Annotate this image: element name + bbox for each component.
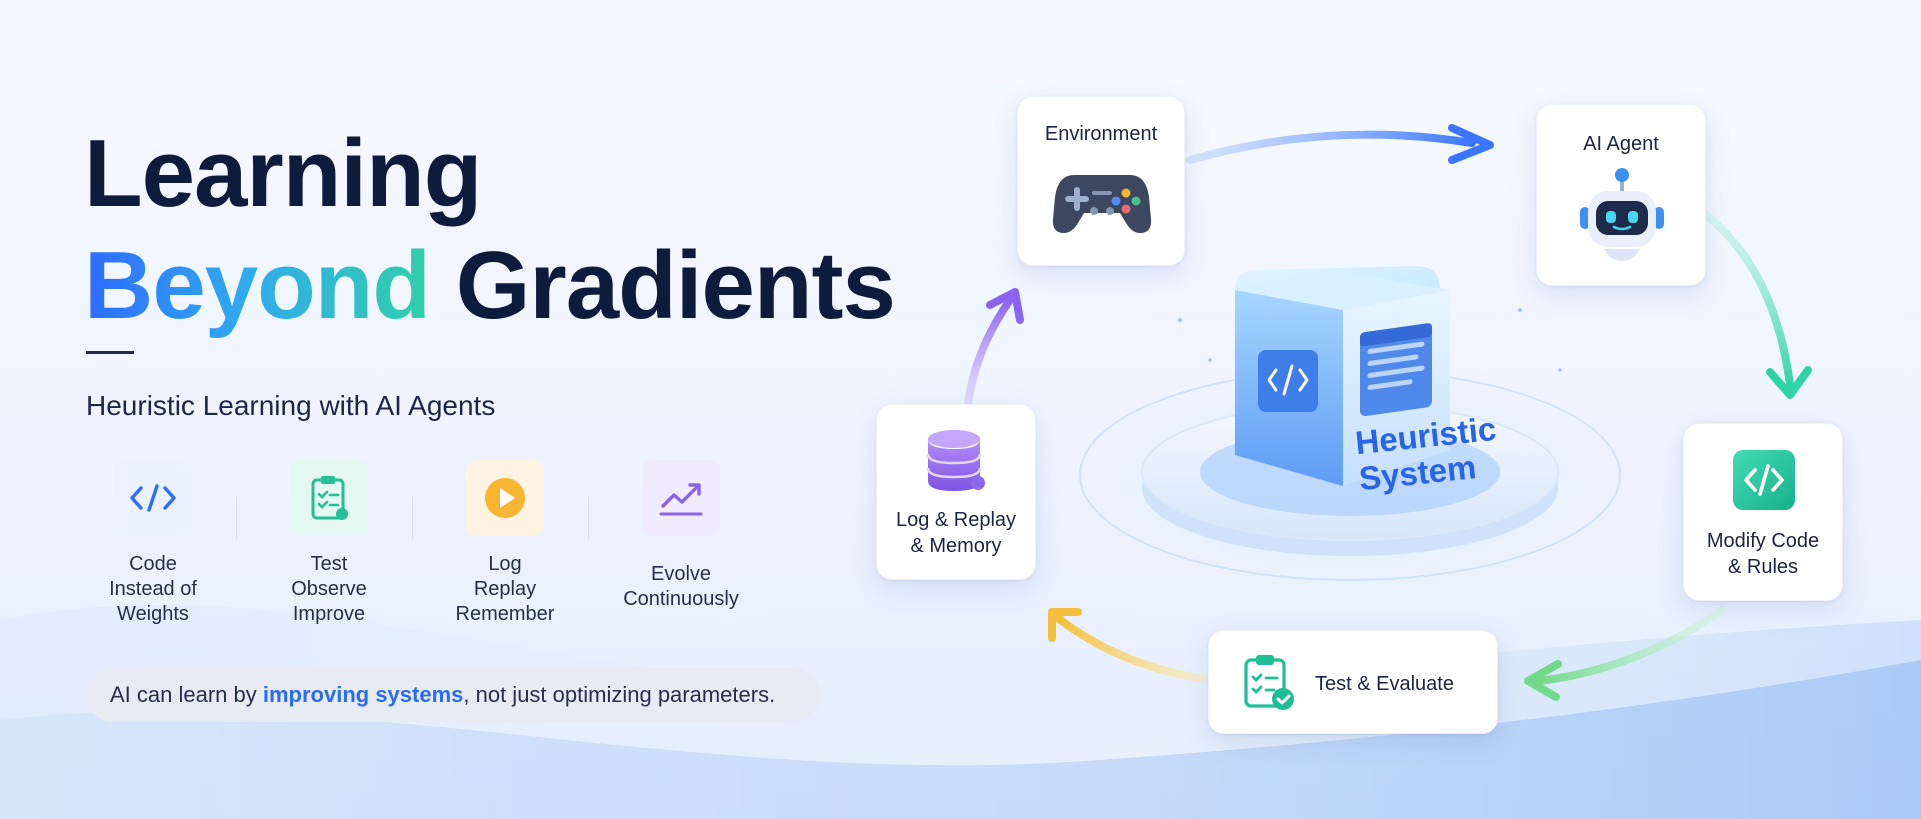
- feature-code: Code Instead of Weights: [88, 460, 218, 627]
- database-icon: [926, 430, 985, 491]
- title-line-1: Learning: [84, 120, 482, 227]
- note-suffix: , not just optimizing parameters.: [463, 682, 776, 707]
- title-highlight: Beyond: [84, 232, 431, 339]
- feature-label: Test Observe Improve: [291, 553, 367, 625]
- feature-label: Log Replay Remember: [455, 553, 555, 625]
- title-divider: [86, 351, 134, 354]
- title-rest: Gradients: [455, 232, 896, 339]
- environment-label: Environment: [1044, 123, 1158, 145]
- feature-list: Code Instead of Weights Test Observe Imp…: [86, 460, 766, 630]
- code-brackets-icon: [1733, 450, 1795, 510]
- ai-agent-label: AI Agent: [1583, 133, 1659, 155]
- feature-separator: [588, 496, 589, 540]
- feature-test: Test Observe Improve: [264, 460, 394, 627]
- trend-chart-icon: [642, 460, 720, 536]
- hero-title: Learning Beyond Gradients: [84, 118, 896, 342]
- gamepad-icon: [1052, 175, 1152, 233]
- test-evaluate-card: Test & Evaluate: [1208, 630, 1498, 734]
- heuristic-system-cube: [1070, 266, 1630, 581]
- title-line-2: Beyond Gradients: [84, 230, 896, 342]
- feature-separator: [412, 496, 413, 540]
- ai-agent-card: AI Agent: [1536, 104, 1706, 286]
- summary-note: AI can learn by improving systems , not …: [86, 668, 820, 722]
- feature-log: Log Replay Remember: [440, 460, 570, 627]
- note-highlight: improving systems: [262, 682, 464, 707]
- feature-label: Code Instead of Weights: [109, 553, 197, 625]
- clipboard-check-icon: [1244, 655, 1294, 710]
- environment-card: Environment: [1017, 96, 1185, 266]
- modify-code-card: Modify Code & Rules: [1683, 423, 1843, 601]
- modify-code-label: Modify Code & Rules: [1706, 530, 1820, 578]
- test-evaluate-label: Test & Evaluate: [1315, 673, 1454, 695]
- feature-separator: [236, 496, 237, 540]
- log-replay-label: Log & Replay & Memory: [895, 509, 1017, 557]
- feature-evolve: Evolve Continuously: [616, 460, 746, 612]
- subtitle: Heuristic Learning with AI Agents: [86, 390, 496, 421]
- code-brackets-icon: [114, 460, 192, 536]
- play-circle-icon: [466, 460, 544, 536]
- feature-label: Evolve Continuously: [623, 563, 739, 610]
- note-prefix: AI can learn by: [110, 682, 263, 707]
- robot-icon: [1580, 168, 1664, 261]
- clipboard-checklist-icon: [290, 460, 368, 536]
- log-replay-card: Log & Replay & Memory: [876, 404, 1036, 580]
